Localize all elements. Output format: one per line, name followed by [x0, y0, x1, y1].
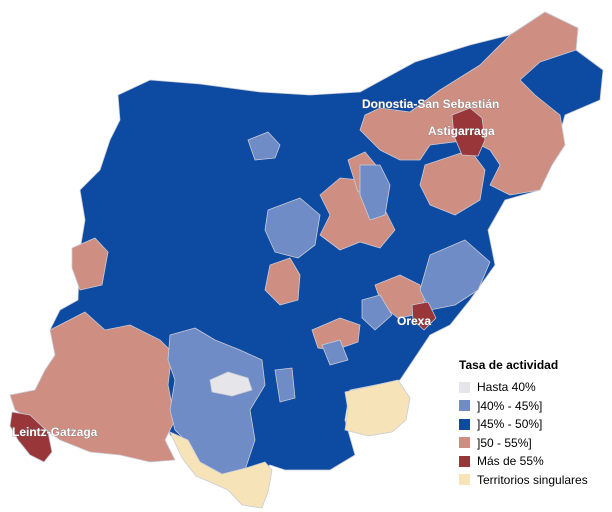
legend-label: ]45% - 50%] [477, 417, 543, 432]
region-40-45-central [264, 197, 321, 259]
map-label-donostia: Donostia-San Sebastián [362, 97, 499, 111]
region-40-45-east-small [361, 294, 393, 331]
region-over-55-orexa [411, 301, 437, 331]
legend-swatch [459, 437, 470, 449]
legend-label: ]40% - 45%] [477, 398, 543, 413]
legend-label: Más de 55% [477, 454, 544, 469]
legend-item: ]50 - 55%] [459, 434, 609, 453]
region-over-55-leintz [9, 411, 53, 463]
region-40-45-east [419, 239, 491, 311]
region-40-45-north-small [247, 131, 281, 161]
legend-swatch [459, 381, 470, 393]
map-label-astigarraga: Astigarraga [428, 124, 495, 138]
legend-label: Territorios singulares [477, 472, 588, 487]
legend-swatch [459, 455, 470, 467]
region-50-55-west-small [71, 237, 109, 291]
legend-swatch [459, 418, 470, 430]
legend-title: Tasa de actividad [459, 358, 559, 372]
map-label-leintz: Leintz-Gatzaga [12, 425, 98, 439]
legend-swatch [459, 474, 470, 486]
region-40-45-south-small-2 [274, 367, 296, 403]
region-50-55-center [264, 257, 301, 306]
region-singular-south [169, 431, 273, 509]
legend-item: Más de 55% [459, 452, 609, 471]
map-label-orexa: Orexa [397, 314, 431, 328]
region-over-55-astigarraga [451, 107, 486, 157]
region-50-55-south-small [311, 317, 361, 351]
region-up-to-40 [209, 371, 253, 397]
map-legend: Tasa de actividad Hasta 40% ]40% - 45%] … [459, 358, 609, 489]
region-50-55-northeast [359, 11, 579, 196]
legend-item: ]45% - 50%] [459, 415, 609, 434]
legend-item: Territorios singulares [459, 471, 609, 490]
legend-label: ]50 - 55%] [477, 435, 532, 450]
legend-label: Hasta 40% [477, 380, 536, 395]
region-40-45-south-small [321, 339, 349, 366]
region-50-55-southwest [9, 311, 176, 463]
legend-swatch [459, 400, 470, 412]
legend-item: Hasta 40% [459, 378, 609, 397]
legend-item: ]40% - 45%] [459, 397, 609, 416]
region-40-45-center-north [359, 164, 391, 221]
region-singular-east [344, 379, 411, 437]
